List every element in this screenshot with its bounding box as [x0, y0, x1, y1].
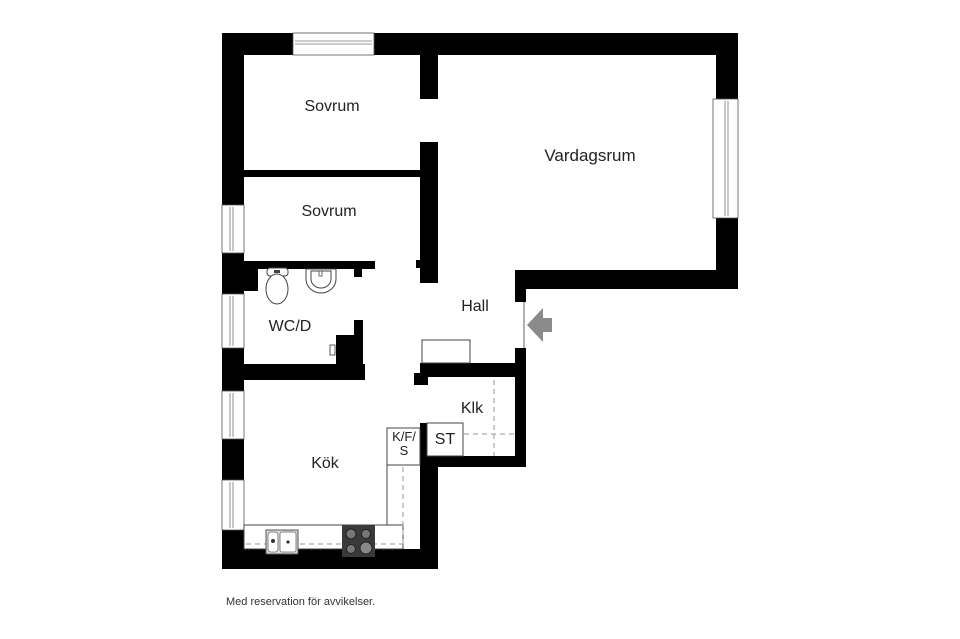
storage-box	[426, 422, 464, 457]
kfs-line-1: K/F/	[392, 429, 416, 444]
room-label-kok: Kök	[311, 455, 339, 472]
washbasin-icon	[305, 268, 337, 294]
toilet-icon	[265, 267, 289, 305]
hall-cabinet	[421, 339, 471, 364]
walls	[222, 33, 738, 569]
room-label-sovrum-1: Sovrum	[304, 98, 360, 115]
room-label-sovrum-2: Sovrum	[301, 203, 357, 220]
kfs-line-2: S	[399, 443, 409, 458]
room-label-wc-d: WC/D	[268, 318, 312, 335]
room-label-st: ST	[434, 431, 456, 448]
room-label-hall: Hall	[461, 298, 489, 315]
fridge-freezer-box	[386, 427, 421, 466]
room-label-klk: Klk	[460, 400, 484, 417]
disclaimer-text: Med reservation för avvikelser.	[226, 596, 376, 608]
sink-icon	[265, 529, 299, 555]
room-label-vardagsrum: Vardagsrum	[544, 146, 636, 165]
room-label-kfs: K/F/ S	[388, 430, 420, 458]
stove-icon	[342, 525, 375, 557]
windows	[221, 32, 739, 531]
shower-tap-icon	[329, 344, 336, 356]
entrance-arrow-icon	[527, 308, 552, 342]
